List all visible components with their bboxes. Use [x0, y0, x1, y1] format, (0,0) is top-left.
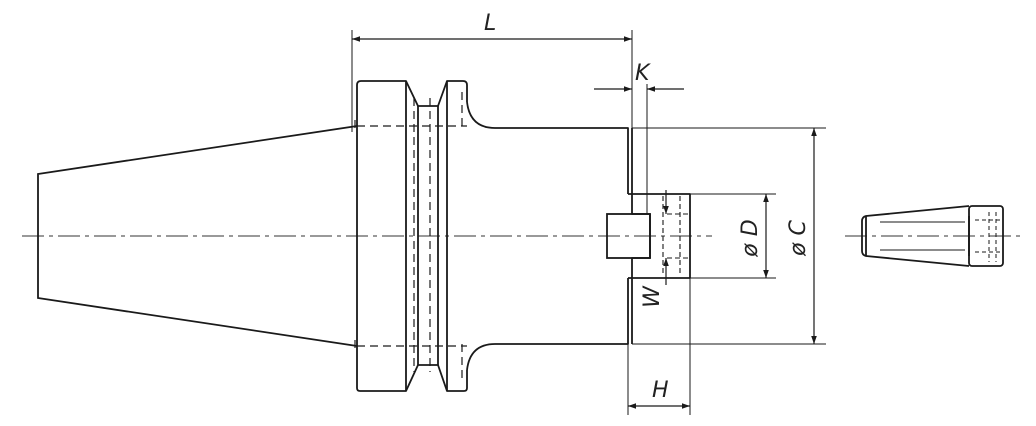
flange-hidden-lines [354, 92, 467, 380]
label-C: ø C [786, 219, 811, 256]
flange-body [356, 80, 468, 392]
set-screw [861, 205, 1004, 267]
taper-shank [37, 125, 358, 347]
label-K: K [635, 61, 651, 86]
label-L: L [484, 11, 496, 36]
set-screw-hex-socket [975, 212, 1000, 262]
label-W: W [640, 285, 665, 308]
drive-key [606, 213, 651, 259]
extension-lines [351, 30, 826, 415]
bore-hidden-lines [662, 196, 690, 276]
label-H: H [652, 378, 669, 403]
set-screw-thread-lines [880, 221, 965, 251]
label-D: ø D [738, 219, 763, 257]
dimension-lines [352, 36, 817, 409]
